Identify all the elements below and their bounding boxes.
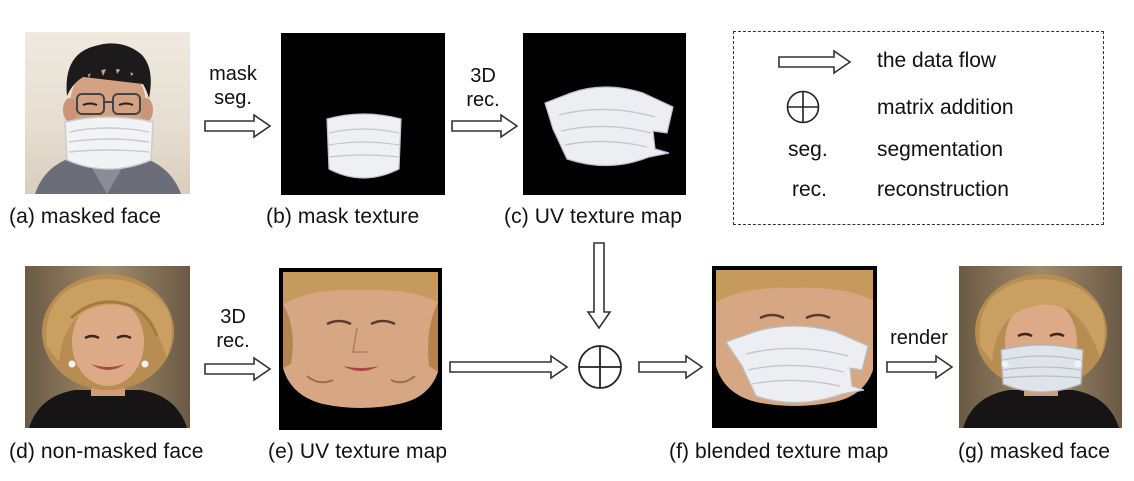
hollow-down-arrow-icon xyxy=(586,242,612,330)
circled-plus-icon xyxy=(786,90,820,124)
image-a-masked-face xyxy=(25,32,190,194)
arrow-label-mask-seg: mask seg. xyxy=(209,63,257,109)
image-d-non-masked-face xyxy=(25,266,190,428)
legend-box: the data flow matrix addition seg. segme… xyxy=(733,31,1104,225)
masked-man-illustration xyxy=(35,43,181,194)
caption-b: (b) mask texture xyxy=(266,205,420,228)
hollow-right-arrow-icon xyxy=(638,354,704,380)
caption-a: (a) masked face xyxy=(9,205,162,228)
hollow-right-arrow-icon xyxy=(449,354,569,380)
image-c-uv-texture-map xyxy=(523,33,686,195)
caption-f: (f) blended texture map xyxy=(669,440,889,463)
woman-face-illustration xyxy=(29,274,187,428)
image-g-masked-face xyxy=(959,266,1122,428)
hollow-right-arrow-icon xyxy=(204,356,272,382)
blended-texture-shape xyxy=(716,270,873,406)
arrow-label-3d-rec-top: 3D rec. xyxy=(466,65,500,111)
legend-rec-full: reconstruction xyxy=(877,178,1009,201)
hollow-right-arrow-icon xyxy=(886,354,954,380)
hollow-right-arrow-icon xyxy=(451,113,519,139)
uv-mask-shape xyxy=(544,86,674,167)
image-f-blended-texture-map xyxy=(712,266,877,428)
caption-d: (d) non-masked face xyxy=(9,440,204,463)
legend-data-flow: the data flow xyxy=(877,49,997,72)
legend-seg-abbr: seg. xyxy=(788,138,828,161)
arrow-label-render: render xyxy=(890,327,948,349)
caption-c: (c) UV texture map xyxy=(504,205,683,228)
woman-masked-illustration xyxy=(963,274,1119,428)
caption-g: (g) masked face xyxy=(958,440,1111,463)
hollow-right-arrow-icon xyxy=(204,113,272,139)
legend-matrix-addition: matrix addition xyxy=(877,96,1014,119)
legend-seg-full: segmentation xyxy=(877,138,1004,161)
uv-face-shape xyxy=(283,272,438,408)
caption-e: (e) UV texture map xyxy=(268,440,448,463)
image-e-uv-texture-map xyxy=(279,268,442,430)
circled-plus-icon xyxy=(578,345,622,389)
mask-texture-shape xyxy=(326,113,402,179)
hollow-right-arrow-icon xyxy=(778,49,852,75)
arrow-label-3d-rec-bottom: 3D rec. xyxy=(216,306,250,352)
legend-rec-abbr: rec. xyxy=(792,178,828,201)
image-b-mask-texture xyxy=(281,33,445,195)
